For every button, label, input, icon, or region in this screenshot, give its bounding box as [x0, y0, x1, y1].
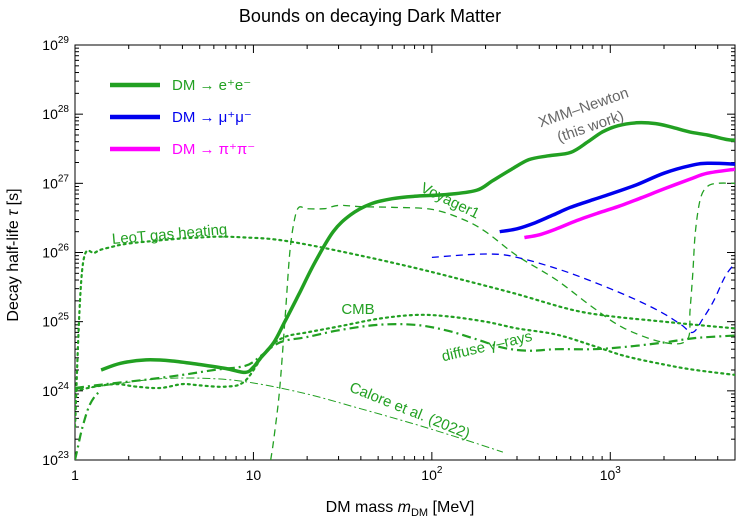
- annotation-leot: LeoT gas heating: [111, 221, 228, 248]
- series-line-xmm_mumu: [499, 161, 735, 234]
- series-line-xmm_pipi: [524, 167, 735, 240]
- series-line-diffuse: [75, 323, 735, 390]
- annotation-voyager: Voyager1: [418, 179, 482, 222]
- y-axis-label: Decay half-life τ [s]: [5, 188, 22, 321]
- y-tick-label: 1026: [42, 243, 69, 261]
- y-tick-label: 1028: [42, 104, 69, 122]
- series-line-calore: [75, 377, 504, 453]
- chart-title: Bounds on decaying Dark Matter: [239, 6, 501, 26]
- annotation-calore: Calore et al. (2022): [347, 379, 472, 443]
- x-tick-label: 10: [246, 467, 262, 483]
- x-tick-label: 102: [421, 465, 443, 483]
- series-line-cmb: [75, 313, 735, 392]
- y-tick-label: 1024: [42, 381, 69, 399]
- plot-frame: [74, 44, 736, 461]
- legend-label: DM → π⁺π⁻: [172, 141, 255, 158]
- series-line-voyager: [270, 182, 735, 460]
- y-tick-label: 1029: [42, 35, 69, 53]
- x-axis-label: DM mass mDM [MeV]: [326, 499, 475, 519]
- y-tick-label: 1023: [42, 450, 69, 468]
- legend-label: DM → μ⁺μ⁻: [172, 109, 252, 126]
- series-line-xmm_ee: [100, 120, 735, 375]
- series-line-leot: [75, 235, 735, 429]
- annotation-diffuse: diffuse γ–rays: [440, 328, 534, 365]
- legend-label: DM → e⁺e⁻: [172, 77, 251, 94]
- x-tick-label: 103: [600, 465, 622, 483]
- annotation-cmb: CMB: [341, 301, 374, 318]
- y-tick-label: 1027: [42, 173, 69, 191]
- series-line-voyager_mumu: [431, 253, 735, 334]
- series-line-cmb_low: [75, 389, 102, 460]
- y-tick-label: 1025: [42, 312, 69, 330]
- x-tick-label: 1: [71, 467, 79, 483]
